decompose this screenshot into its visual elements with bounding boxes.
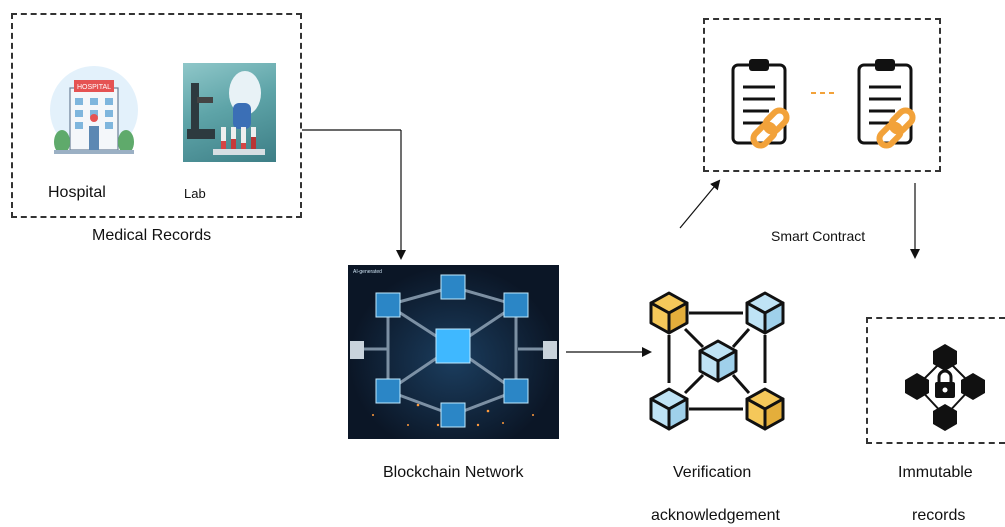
hospital-image: HOSPITAL [48,60,140,160]
hospital-label: Hospital [48,184,106,201]
contract-documents [725,55,925,165]
verification-label-line2: acknowledgement [651,507,780,524]
blockchain-cubes-icon [350,274,557,428]
smart-contract-label: Smart Contract [771,228,866,244]
hospital-sign-text: HOSPITAL [77,84,111,91]
medical-records-caption: Medical Records [92,227,212,244]
cube-center [698,339,738,383]
immutable-blocks [897,340,997,436]
immutable-label-line1: Immutable [898,464,973,481]
blockchain-network-image: AI-generated [348,265,559,439]
blockchain-network-label: Blockchain Network [383,464,524,481]
locked-blocks-icon [905,344,985,431]
arrow-verification-to-contract [679,179,721,229]
hospital-icon: HOSPITAL [50,66,138,154]
cube-bottom-left [649,387,689,431]
cube-bottom-right [745,387,785,431]
contract-clipboard-icons [731,59,916,149]
verification-cubes [645,285,791,433]
clipboard-icon-left [731,59,790,149]
verification-network-icon [649,291,785,431]
cube-top-right [745,291,785,335]
lock-icon [935,369,955,398]
lab-label: Lab [184,186,206,201]
cube-top-left [649,291,689,335]
clipboard-icon-right [857,59,916,149]
immutable-label-line2: records [912,507,966,524]
ai-generated-badge: AI-generated [353,269,382,275]
arrow-records-to-blockchain [302,129,406,260]
lab-image [183,63,276,162]
immutable-records-frame [866,317,1005,444]
verification-label-line1: Verification [673,464,752,481]
chain-link-icon [876,107,916,149]
chain-link-icon [750,107,790,149]
microscope-icon [187,71,265,155]
medical-records-frame [11,13,302,218]
smart-contract-frame [703,18,941,172]
